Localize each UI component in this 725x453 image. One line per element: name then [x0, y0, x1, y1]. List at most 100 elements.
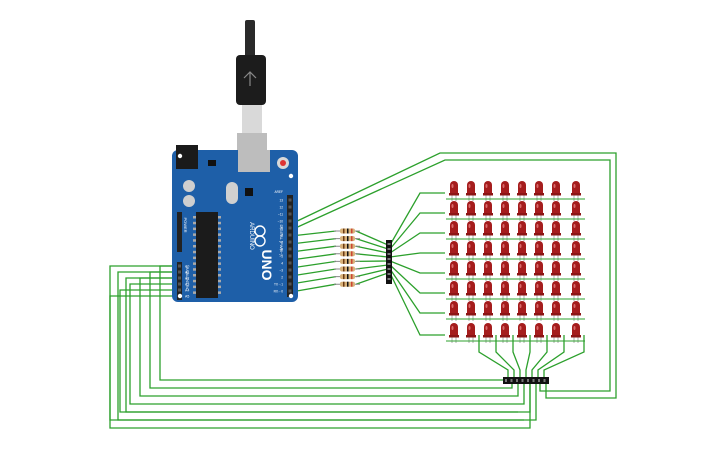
reset-button-cap[interactable] — [280, 160, 286, 166]
analog-pin-A0[interactable] — [178, 264, 181, 268]
led-r7-c1 — [449, 301, 459, 321]
wire-column-to-connector — [478, 335, 509, 378]
chip-pin — [218, 239, 221, 242]
crystal — [226, 182, 238, 204]
analog-pin-A4[interactable] — [178, 288, 181, 292]
digital-pin-10[interactable] — [288, 268, 292, 272]
chip-pin — [218, 233, 221, 236]
analog-pin-A1[interactable] — [178, 270, 181, 274]
led-r1-c4 — [500, 181, 510, 201]
led-base — [571, 313, 581, 316]
digital-pin-9[interactable] — [288, 261, 292, 265]
digital-pin-0[interactable] — [288, 198, 292, 202]
header-connectors — [386, 240, 549, 384]
led-body — [518, 323, 526, 337]
resistor-band — [343, 274, 345, 280]
led-highlight — [519, 204, 522, 208]
led-body — [518, 221, 526, 235]
wire-header-to-row — [389, 192, 445, 246]
led-base — [534, 313, 544, 316]
led-r1-c6 — [534, 181, 544, 201]
led-body — [450, 281, 458, 295]
wire-digital-to-resistor — [290, 260, 337, 269]
header-pin — [527, 379, 529, 382]
resistor-band — [347, 236, 349, 242]
led-highlight — [502, 204, 505, 208]
led-r2-c2 — [466, 201, 476, 221]
led-base — [500, 213, 510, 216]
led-highlight — [573, 204, 576, 208]
led-r6-c4 — [500, 281, 510, 301]
led-base — [483, 293, 493, 296]
led-highlight — [553, 284, 556, 288]
led-body — [450, 261, 458, 275]
led-highlight — [536, 284, 539, 288]
led-r5-c3 — [483, 261, 493, 281]
wire-digital-to-resistor — [290, 230, 337, 237]
led-highlight — [451, 244, 454, 248]
digital-pin-6[interactable] — [288, 240, 292, 244]
led-base — [466, 335, 476, 338]
led-highlight — [502, 326, 505, 330]
led-r7-c8 — [571, 301, 581, 321]
digital-pin-1[interactable] — [288, 205, 292, 209]
led-base — [449, 273, 459, 276]
wire-header-to-row — [389, 268, 445, 314]
analog-pin-label: A3 — [185, 283, 189, 287]
led-base — [500, 253, 510, 256]
led-r1-c1 — [449, 181, 459, 201]
analog-pin-A3[interactable] — [178, 282, 181, 286]
led-body — [518, 301, 526, 315]
digital-pin-5[interactable] — [288, 233, 292, 237]
led-base — [571, 213, 581, 216]
led-base — [449, 313, 459, 316]
digital-pin-2[interactable] — [288, 212, 292, 216]
digital-pin-label: TX→1 — [274, 283, 283, 287]
led-r8-c1 — [449, 323, 459, 343]
digital-pin-3[interactable] — [288, 219, 292, 223]
digital-pin-label: ~9 — [279, 227, 283, 231]
led-body — [572, 323, 580, 337]
led-r2-c6 — [534, 201, 544, 221]
led-body — [450, 221, 458, 235]
analog-pin-A2[interactable] — [178, 276, 181, 280]
led-base — [449, 253, 459, 256]
wire-digital-to-resistor — [290, 245, 337, 253]
chip-pin — [218, 274, 221, 277]
chip-pin — [218, 268, 221, 271]
chip-pin — [218, 291, 221, 294]
led-base — [534, 293, 544, 296]
digital-pin-12[interactable] — [288, 282, 292, 286]
wire-digital-to-resistor — [290, 237, 337, 245]
led-highlight — [468, 224, 471, 228]
mounting-hole — [177, 293, 183, 299]
resistor-band — [351, 266, 353, 272]
led-body — [535, 281, 543, 295]
resistor-band — [347, 258, 349, 264]
digital-pin-4[interactable] — [288, 226, 292, 230]
led-highlight — [485, 224, 488, 228]
digital-pin-7[interactable] — [288, 247, 292, 251]
led-body — [484, 201, 492, 215]
wire-header-to-row — [389, 264, 445, 294]
led-base — [466, 293, 476, 296]
led-body — [450, 181, 458, 195]
wire-analog-outer — [117, 271, 524, 421]
led-base — [534, 335, 544, 338]
resistor-band — [351, 281, 353, 287]
led-base — [483, 313, 493, 316]
voltage-regulator — [208, 160, 216, 166]
led-highlight — [573, 224, 576, 228]
header-pin — [543, 379, 546, 382]
led-base — [500, 273, 510, 276]
header-pin — [532, 379, 535, 382]
led-base — [551, 253, 561, 256]
resistor-band — [343, 236, 345, 242]
led-highlight — [468, 326, 471, 330]
digital-pin-11[interactable] — [288, 275, 292, 279]
digital-pin-13[interactable] — [288, 289, 292, 293]
led-base — [466, 313, 476, 316]
digital-pin-8[interactable] — [288, 254, 292, 258]
header-pin — [510, 379, 513, 382]
